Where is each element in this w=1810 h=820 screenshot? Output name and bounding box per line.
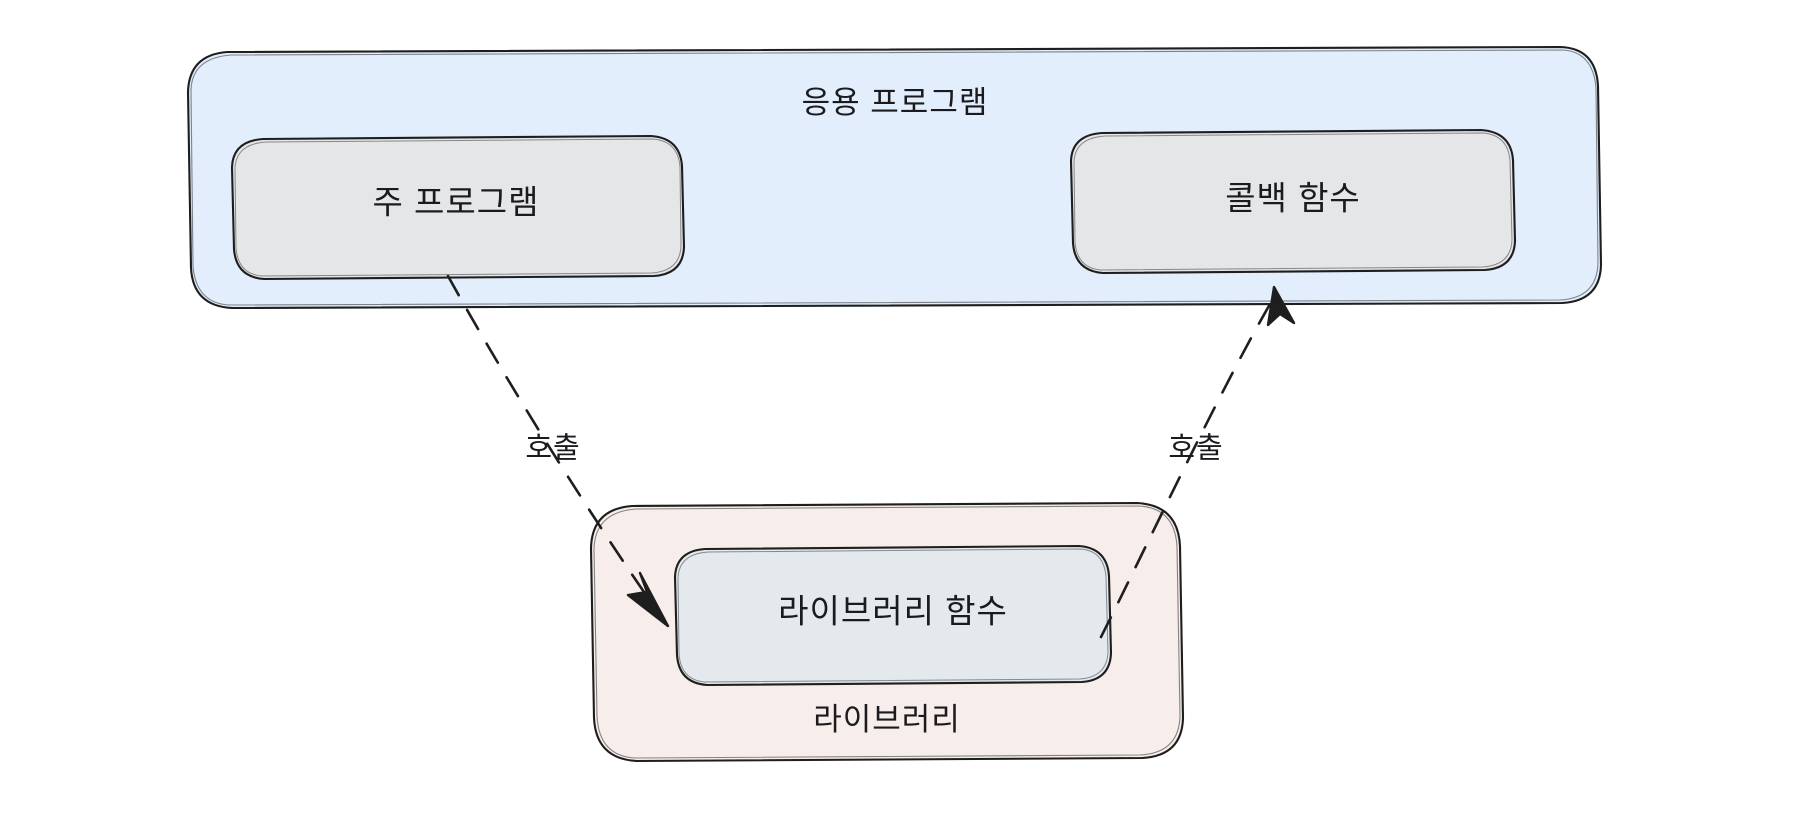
node-library-function-sketch-overlay [677,548,1109,683]
node-callback-function-sketch-overlay [1073,132,1513,271]
node-callback-function-label: 콜백 함수 [1225,180,1361,217]
edge-main-to-library-arrowhead [626,571,670,628]
node-main-program-label: 주 프로그램 [373,184,540,221]
node-library-function[interactable]: 라이브러리 함수 [673,544,1113,687]
node-callback-function[interactable]: 콜백 함수 [1069,128,1517,275]
edge-library-to-callback-line [1099,302,1272,639]
container-application-sketch-overlay [190,49,1599,306]
edge-main-to-library-label: 호출 [525,432,580,465]
node-library-function-shape [673,544,1113,687]
edge-main-to-library-line [446,274,657,610]
node-main-program-sketch-overlay [234,138,682,277]
edge-library-to-callback-label: 호출 [1168,432,1223,465]
edge-library-to-callback[interactable]: 호출 [1099,285,1296,639]
node-library-function-label: 라이브러리 함수 [778,593,1008,630]
edge-library-to-callback-arrowhead [1266,285,1296,327]
container-application-label: 응용 프로그램 [802,85,989,120]
container-library-label: 라이브러리 [813,702,961,737]
node-main-program[interactable]: 주 프로그램 [230,134,686,281]
edge-main-to-library[interactable]: 호출 [446,274,670,628]
node-callback-function-shape [1069,128,1517,275]
node-main-program-shape [230,134,686,281]
container-library-sketch-overlay [593,505,1181,759]
